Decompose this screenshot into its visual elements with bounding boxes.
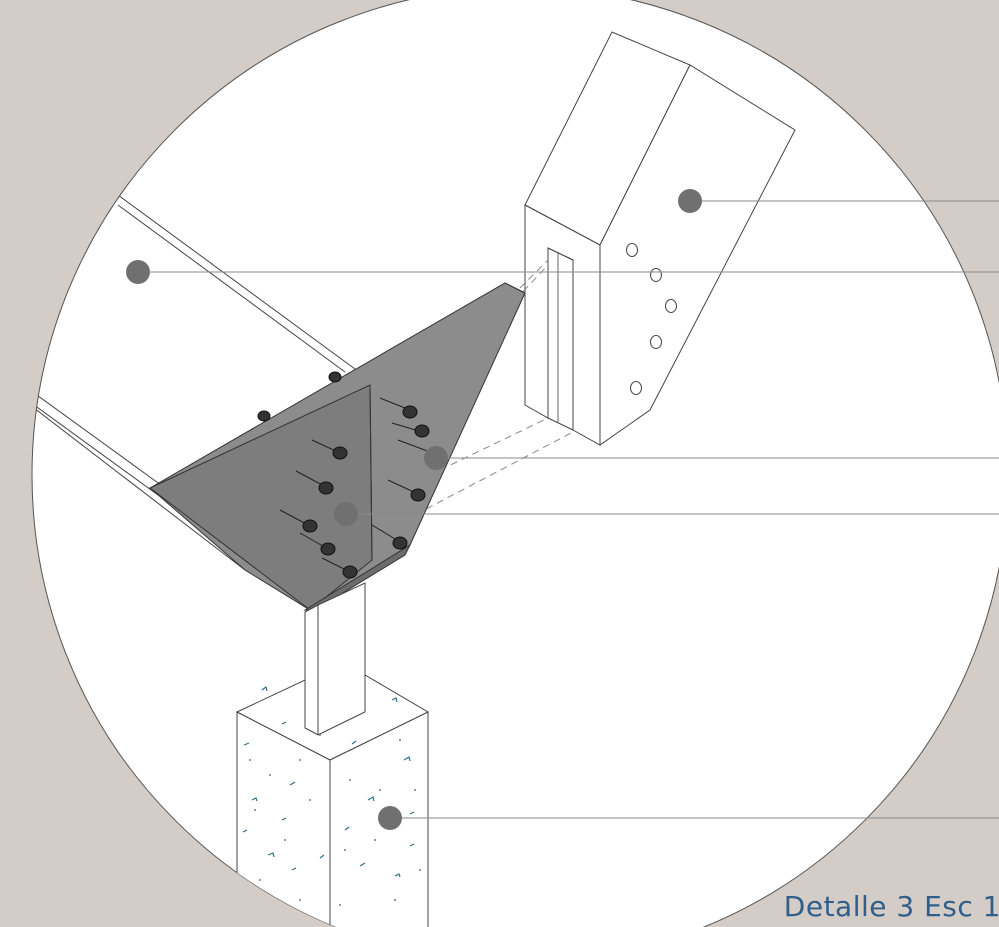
detail-caption: Detalle 3 Esc 1 bbox=[783, 890, 999, 923]
callout-marker-bolts[interactable] bbox=[424, 446, 448, 470]
stub-post bbox=[304, 582, 366, 736]
rafter-beam-lines bbox=[32, 194, 371, 571]
callout-marker-timber-post[interactable] bbox=[678, 189, 702, 213]
timber-post-drawing bbox=[524, 31, 796, 446]
detail-circle bbox=[31, 0, 999, 927]
callout-marker-concrete-footing[interactable] bbox=[378, 806, 402, 830]
alignment-dashes bbox=[404, 259, 574, 521]
callout-marker-steel-plate[interactable] bbox=[334, 502, 358, 526]
callout-marker-rafter-beam[interactable] bbox=[126, 260, 150, 284]
concrete-dots bbox=[249, 734, 421, 906]
concrete-speckle bbox=[242, 685, 415, 878]
steel-plate-drawing bbox=[149, 282, 526, 611]
bolts-group bbox=[257, 371, 431, 579]
